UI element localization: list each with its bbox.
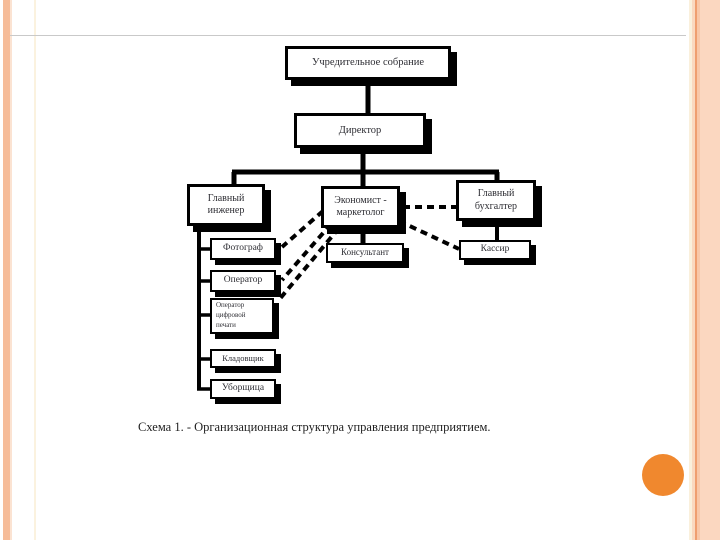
org-node-consultant: Консультант [326,243,404,263]
left-stripe-primary [3,0,10,540]
right-stripe-cream [689,0,692,540]
org-node-photographer: Фотограф [210,238,276,260]
right-stripe-band [700,0,720,540]
right-stripe-accent [695,0,697,540]
org-node-cashier: Кассир [459,240,531,260]
right-stripe-mid [697,0,700,540]
right-stripe-light [692,0,695,540]
org-node-operator: Оператор [210,270,276,292]
slide-caption: Схема 1. - Организационная структура упр… [138,420,491,434]
org-node-cleaner: Уборщица [210,379,276,399]
org-node-chief-accountant: Главный бухгалтер [456,180,536,221]
org-node-chief-engineer: Главный инженер [187,184,265,226]
left-stripe-cream [34,0,36,540]
decoration-circle [642,454,684,496]
org-node-storekeeper: Кладовщик [210,349,276,368]
org-node-founding-assembly: Учредительное собрание [285,46,451,80]
left-stripe-secondary [10,0,12,540]
header-rule [10,35,686,36]
org-node-digital-print-operator: Оператор цифровой печати [210,298,274,334]
org-node-director: Директор [294,113,426,148]
org-node-economist-marketer: Экономист - маркетолог [321,186,400,228]
